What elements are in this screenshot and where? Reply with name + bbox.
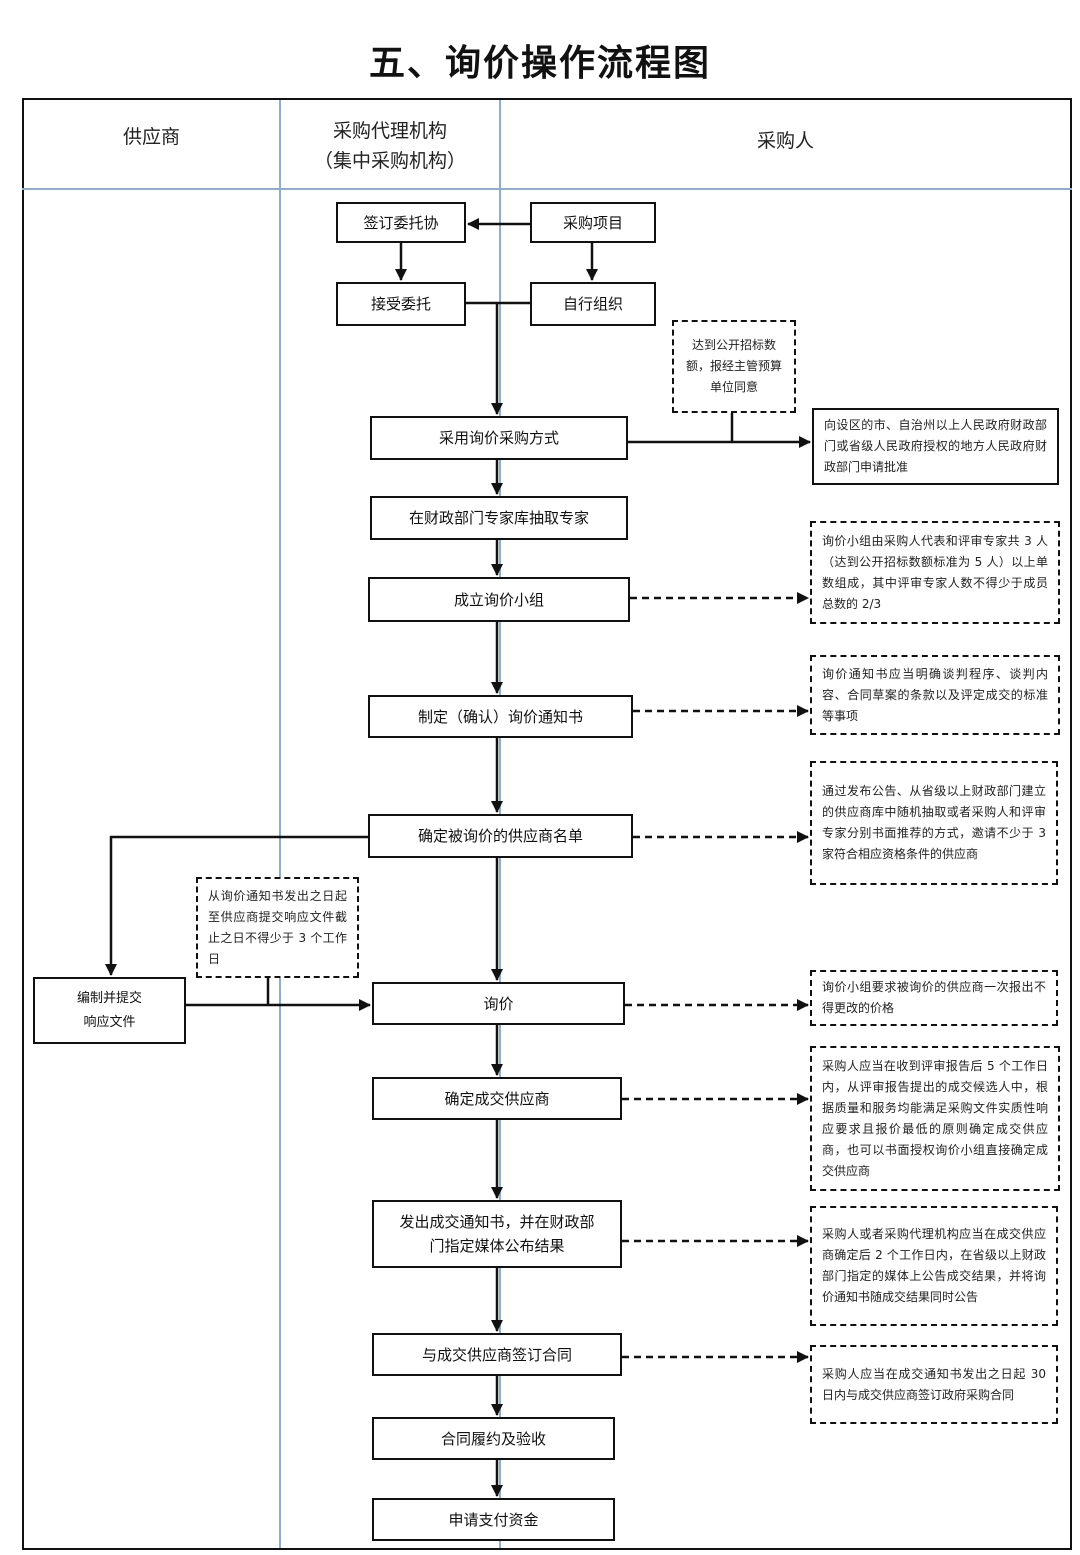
note-text: 采购人应当在成交通知书发出之日起 30 日内与成交供应商签订政府采购合同: [822, 1366, 1046, 1402]
note-select: 采购人应当在收到评审报告后 5 个工作日内，从评审报告提出的成交候选人中，根据质…: [810, 1046, 1060, 1191]
node-label-line2: 响应文件: [83, 1014, 136, 1030]
arrow-list-to-prepare: [105, 835, 368, 976]
node-self-organize: 自行组织: [530, 282, 656, 326]
lane-header-supplier: 供应商: [24, 122, 279, 152]
node-draw-experts: 在财政部门专家库抽取专家: [370, 496, 628, 540]
note-threshold: 达到公开招标数额，报经主管预算单位同意: [672, 320, 796, 413]
note-text: 采购人或者采购代理机构应当在成交供应商确定后 2 个工作日内，在省级以上财政部门…: [822, 1227, 1046, 1304]
node-form-panel: 成立询价小组: [368, 577, 630, 622]
lane-label-supplier: 供应商: [122, 126, 180, 148]
node-adopt-inquiry: 采用询价采购方式: [370, 416, 628, 460]
node-supplier-list: 确定被询价的供应商名单: [368, 814, 633, 858]
node-label: 自行组织: [562, 295, 623, 313]
node-label: 制定（确认）询价通知书: [417, 707, 583, 726]
node-apply-payment: 申请支付资金: [372, 1498, 615, 1541]
note-once: 询价小组要求被询价的供应商一次报出不得更改的价格: [810, 970, 1058, 1026]
node-sign-contract: 与成交供应商签订合同: [372, 1333, 622, 1376]
node-label: 接受委托: [370, 295, 431, 313]
note-text: 询价小组要求被询价的供应商一次报出不得更改的价格: [822, 980, 1046, 1015]
lane-label-purchaser: 采购人: [756, 130, 814, 152]
node-label: 发出成交通知书，并在财政部: [399, 1213, 595, 1231]
note-text: 询价小组由采购人代表和评审专家共 3 人（达到公开招标数额标准为 5 人）以上单…: [822, 533, 1048, 611]
note-text: 达到公开招标数额，报经主管预算单位同意: [685, 338, 782, 394]
note-period: 从询价通知书发出之日起至供应商提交响应文件截止之日不得少于 3 个工作日: [196, 877, 359, 978]
node-label: 申请支付资金: [448, 1510, 539, 1529]
note-text: 从询价通知书发出之日起至供应商提交响应文件截止之日不得少于 3 个工作日: [208, 888, 347, 966]
note-notice: 询价通知书应当明确谈判程序、谈判内容、合同草案的条款以及评定成交的标准等事项: [810, 655, 1060, 735]
lane-header-agency: 采购代理机构 （集中采购机构）: [281, 116, 499, 176]
node-prepare-response: 编制并提交 响应文件: [33, 977, 186, 1044]
note-approval: 向设区的市、自治州以上人民政府财政部门或省级人民政府授权的地方人民政府财政部门申…: [812, 408, 1059, 485]
node-label: 编制并提交: [76, 990, 142, 1006]
note-contract: 采购人应当在成交通知书发出之日起 30 日内与成交供应商签订政府采购合同: [810, 1345, 1058, 1424]
node-inquiry-notice: 制定（确认）询价通知书: [368, 695, 633, 738]
node-award-notice: 发出成交通知书，并在财政部 门指定媒体公布结果: [372, 1200, 622, 1268]
lane-header-purchaser: 采购人: [501, 126, 1070, 156]
node-label: 确定被询价的供应商名单: [417, 827, 583, 845]
page-title: 五、询价操作流程图: [368, 43, 711, 84]
lane-divider-left: [279, 100, 281, 1548]
node-perform-accept: 合同履约及验收: [372, 1417, 615, 1460]
note-text: 采购人应当在收到评审报告后 5 个工作日内，从评审报告提出的成交候选人中，根据质…: [822, 1058, 1048, 1178]
node-select-supplier: 确定成交供应商: [372, 1077, 622, 1120]
node-label: 采购项目: [562, 213, 623, 232]
node-inquiry: 询价: [372, 982, 625, 1025]
node-label: 确定成交供应商: [444, 1089, 550, 1108]
node-label: 采用询价采购方式: [438, 429, 559, 447]
note-supplier-list: 通过发布公告、从省级以上财政部门建立的供应商库中随机抽取或者采购人和评审专家分别…: [810, 761, 1058, 885]
node-label: 签订委托协: [363, 213, 439, 232]
node-label-line2: 门指定媒体公布结果: [429, 1237, 565, 1255]
lane-header-divider: [22, 188, 1072, 190]
node-sign-entrust: 签订委托协: [336, 202, 466, 243]
note-text: 询价通知书应当明确谈判程序、谈判内容、合同草案的条款以及评定成交的标准等事项: [822, 666, 1048, 723]
note-panel: 询价小组由采购人代表和评审专家共 3 人（达到公开招标数额标准为 5 人）以上单…: [810, 521, 1060, 624]
node-label: 与成交供应商签订合同: [421, 1345, 572, 1364]
lane-label-agency: 采购代理机构: [332, 120, 447, 142]
lane-label-agency-sub: （集中采购机构）: [313, 150, 466, 172]
node-label: 询价: [483, 994, 514, 1013]
node-purchase-project: 采购项目: [530, 202, 656, 243]
node-label: 在财政部门专家库抽取专家: [408, 509, 589, 527]
node-accept-entrust: 接受委托: [336, 282, 466, 326]
flowchart-frame: [22, 98, 1072, 1550]
node-label: 成立询价小组: [453, 590, 544, 609]
node-label: 合同履约及验收: [440, 1429, 546, 1448]
note-text: 通过发布公告、从省级以上财政部门建立的供应商库中随机抽取或者采购人和评审专家分别…: [822, 784, 1046, 861]
note-text: 向设区的市、自治州以上人民政府财政部门或省级人民政府授权的地方人民政府财政部门申…: [824, 418, 1047, 474]
note-publish: 采购人或者采购代理机构应当在成交供应商确定后 2 个工作日内，在省级以上财政部门…: [810, 1206, 1058, 1326]
